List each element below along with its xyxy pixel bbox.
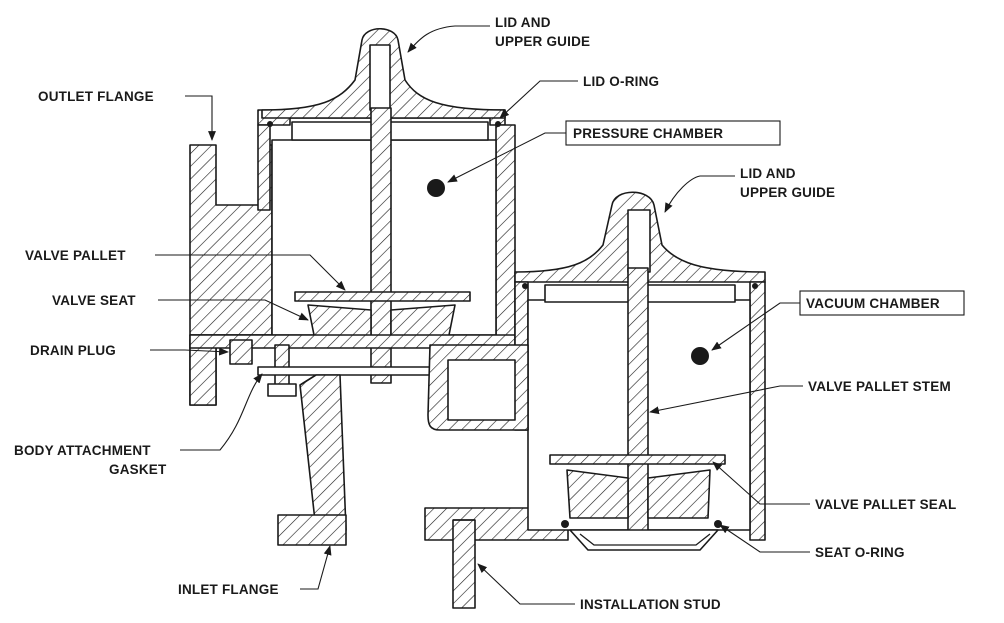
annotations: LID AND UPPER GUIDE LID O-RING OUTLET FL… [14, 15, 965, 612]
label-vacuum-chamber: VACUUM CHAMBER [806, 296, 940, 311]
label-valve-pallet: VALVE PALLET [25, 248, 126, 263]
leader-body-attachment-gasket [180, 373, 263, 451]
label-installation-stud: INSTALLATION STUD [580, 597, 721, 612]
installation-stud [452, 519, 476, 609]
pressure-valve-stem [370, 107, 392, 384]
leader-vacuum-chamber [711, 302, 800, 351]
pressure-chamber-marker [427, 179, 445, 197]
leader-valve-pallet [155, 254, 346, 291]
label-body-attachment-gasket-b: GASKET [109, 462, 167, 477]
label-outlet-flange: OUTLET FLANGE [38, 89, 154, 104]
label-inlet-flange: INLET FLANGE [178, 582, 279, 597]
leader-inlet-flange [300, 545, 332, 590]
leader-seat-oring [719, 524, 810, 553]
label-pressure-chamber: PRESSURE CHAMBER [573, 126, 723, 141]
label-lid-upper-guide-1a: LID AND [495, 15, 551, 30]
vacuum-valve-pallet [549, 454, 726, 465]
label-valve-pallet-seal: VALVE PALLET SEAL [815, 497, 956, 512]
leader-lid-oring [499, 80, 578, 119]
leader-valve-pallet-seal [712, 461, 810, 505]
label-lid-upper-guide-1b: UPPER GUIDE [495, 34, 590, 49]
leader-valve-seat [158, 299, 309, 321]
label-lid-upper-guide-2b: UPPER GUIDE [740, 185, 835, 200]
leader-lid-upper-guide-2 [664, 175, 735, 213]
leader-pressure-chamber [447, 132, 566, 183]
pressure-valve-assembly [189, 27, 516, 406]
leader-outlet-flange [185, 95, 216, 141]
pressure-valve-pallet [294, 291, 471, 302]
vacuum-valve-stem [627, 267, 649, 544]
inlet-flange [277, 514, 347, 546]
label-drain-plug: DRAIN PLUG [30, 343, 116, 358]
label-lid-upper-guide-2a: LID AND [740, 166, 796, 181]
vacuum-chamber-marker [691, 347, 709, 365]
label-seat-oring: SEAT O-RING [815, 545, 905, 560]
vacuum-valve-assembly [427, 191, 766, 551]
label-body-attachment-gasket-a: BODY ATTACHMENT [14, 443, 151, 458]
leader-lid-upper-guide-1 [407, 25, 490, 53]
leader-valve-pallet-stem [649, 385, 803, 415]
label-valve-pallet-stem: VALVE PALLET STEM [808, 379, 951, 394]
leader-installation-stud [477, 563, 575, 605]
label-valve-seat: VALVE SEAT [52, 293, 136, 308]
label-lid-oring: LID O-RING [583, 74, 659, 89]
leader-drain-plug [150, 347, 229, 356]
